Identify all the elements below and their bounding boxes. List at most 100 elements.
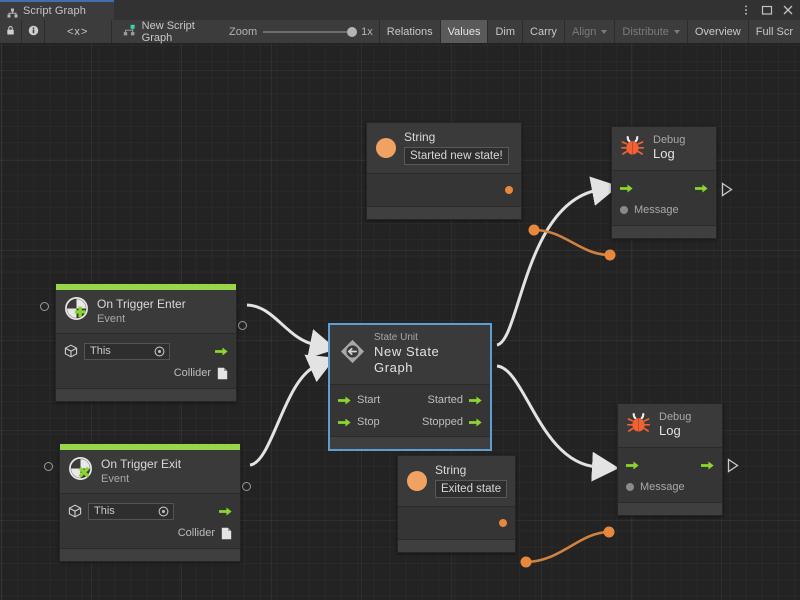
node-title: String bbox=[435, 463, 467, 477]
value-input-dot bbox=[626, 483, 634, 491]
node-subtitle: New State Graph bbox=[374, 344, 440, 375]
node-footer bbox=[56, 388, 236, 401]
toolbar-button-label: Overview bbox=[694, 25, 741, 38]
graph-name-field[interactable]: New Script Graph bbox=[117, 19, 223, 44]
external-flow-out-log-top[interactable] bbox=[721, 182, 733, 197]
value-input-dot bbox=[620, 206, 628, 214]
toolbar-button-fullscreen[interactable]: Full Scr bbox=[747, 20, 800, 43]
node-string-top[interactable]: String Started new state! bbox=[366, 122, 522, 220]
string-output-port[interactable] bbox=[499, 519, 507, 527]
arrow-right-icon bbox=[219, 507, 232, 515]
string-output-port[interactable] bbox=[505, 186, 513, 194]
node-debug-log-top[interactable]: Debug Log bbox=[611, 126, 717, 239]
node-state-unit[interactable]: State Unit New State Graph Start Started bbox=[329, 324, 491, 450]
zoom-slider-group[interactable]: Zoom 1x bbox=[223, 20, 379, 43]
node-footer bbox=[398, 539, 515, 552]
node-on-trigger-enter[interactable]: On Trigger Enter Event This bbox=[55, 283, 237, 402]
message-input-port[interactable]: Message bbox=[620, 204, 679, 216]
info-button[interactable] bbox=[22, 20, 45, 43]
node-port-row bbox=[367, 174, 521, 206]
edge-string-top-to-message bbox=[533, 228, 611, 257]
node-footer bbox=[60, 548, 240, 561]
node-port-row: Message bbox=[618, 476, 722, 498]
string-value-field[interactable]: Started new state! bbox=[404, 147, 509, 165]
kebab-menu-icon[interactable] bbox=[740, 4, 752, 16]
node-title-group: String Exited state bbox=[435, 463, 508, 498]
node-body: Message bbox=[612, 171, 716, 225]
object-picker-icon[interactable] bbox=[158, 506, 169, 517]
node-header: On Trigger Exit Event bbox=[60, 450, 240, 494]
edge-string-bottom-to-message bbox=[525, 530, 610, 564]
message-input-label: Message bbox=[634, 204, 679, 216]
start-input-port[interactable]: Start bbox=[338, 394, 380, 406]
string-value-field[interactable]: Exited state bbox=[435, 480, 508, 498]
flow-output-port[interactable] bbox=[215, 346, 228, 357]
started-output-port[interactable]: Started bbox=[428, 394, 482, 406]
toolbar-button-label: Values bbox=[447, 25, 481, 38]
node-string-bottom[interactable]: String Exited state bbox=[397, 455, 516, 553]
close-icon[interactable] bbox=[782, 4, 794, 16]
graph-name-label: New Script Graph bbox=[141, 19, 195, 44]
node-port-row: Stop Stopped bbox=[330, 411, 490, 433]
node-port-row: Start Started bbox=[330, 389, 490, 411]
flow-input-port[interactable] bbox=[620, 183, 633, 194]
code-icon-label: <x> bbox=[66, 25, 89, 38]
flow-output-port[interactable] bbox=[695, 183, 708, 194]
toolbar-button-label: Carry bbox=[530, 25, 557, 38]
code-view-button[interactable]: <x> bbox=[45, 20, 112, 43]
zoom-label: Zoom bbox=[229, 25, 258, 38]
toolbar-button-distribute[interactable]: Distribute bbox=[614, 20, 686, 43]
node-port-row: Collider bbox=[56, 362, 236, 384]
node-header: Debug Log bbox=[612, 127, 716, 171]
toolbar-button-dim[interactable]: Dim bbox=[487, 20, 522, 43]
external-port-enter-target[interactable] bbox=[40, 302, 49, 311]
node-body: This bbox=[56, 334, 236, 388]
maximize-icon[interactable] bbox=[761, 4, 773, 16]
node-footer bbox=[330, 436, 490, 449]
edge-endpoint-dot bbox=[520, 556, 532, 568]
node-debug-log-bottom[interactable]: Debug Log bbox=[617, 403, 723, 516]
node-body: Message bbox=[618, 448, 722, 502]
string-value: Exited state bbox=[441, 483, 502, 495]
stopped-output-port[interactable]: Stopped bbox=[422, 416, 482, 428]
edge-stopped-to-log-bottom bbox=[496, 364, 619, 482]
stop-input-port[interactable]: Stop bbox=[338, 416, 380, 428]
arrow-right-icon bbox=[338, 418, 351, 426]
flow-input-port[interactable] bbox=[626, 460, 639, 471]
toolbar-button-align[interactable]: Align bbox=[563, 20, 614, 43]
zoom-slider[interactable] bbox=[263, 26, 358, 37]
node-body: Start Started Stop bbox=[330, 385, 490, 436]
zoom-slider-handle[interactable] bbox=[347, 26, 358, 37]
string-value: Started new state! bbox=[410, 150, 503, 162]
target-input-port[interactable]: This bbox=[68, 502, 174, 520]
on-trigger-enter-icon bbox=[64, 296, 89, 326]
external-port-exit-target[interactable] bbox=[44, 462, 53, 471]
start-input-label: Start bbox=[357, 394, 381, 406]
message-input-port[interactable]: Message bbox=[626, 481, 685, 493]
tab-script-graph[interactable]: Script Graph bbox=[0, 0, 114, 20]
lock-toggle-button[interactable] bbox=[0, 20, 23, 43]
external-port-enter-collider[interactable] bbox=[238, 321, 247, 330]
toolbar-button-overview[interactable]: Overview bbox=[686, 20, 748, 43]
toolbar-button-relations[interactable]: Relations bbox=[378, 20, 440, 43]
target-object-field[interactable]: This bbox=[84, 342, 170, 360]
collider-output-port[interactable]: Collider bbox=[178, 527, 232, 540]
flow-output-port[interactable] bbox=[701, 460, 714, 471]
gameobject-icon bbox=[68, 504, 82, 518]
target-object-field[interactable]: This bbox=[88, 502, 174, 520]
flow-output-port[interactable] bbox=[219, 506, 232, 517]
node-on-trigger-exit[interactable]: On Trigger Exit Event This bbox=[59, 443, 241, 562]
external-port-exit-collider[interactable] bbox=[242, 482, 251, 491]
window-controls bbox=[740, 0, 794, 20]
target-input-port[interactable]: This bbox=[64, 342, 170, 360]
debug-bug-icon bbox=[620, 133, 645, 163]
script-graph-asset-icon bbox=[123, 24, 136, 40]
object-picker-icon[interactable] bbox=[154, 346, 165, 357]
toolbar-button-values[interactable]: Values bbox=[439, 20, 488, 43]
toolbar-button-carry[interactable]: Carry bbox=[522, 20, 564, 43]
collider-output-port[interactable]: Collider bbox=[174, 367, 228, 380]
external-flow-out-log-bottom[interactable] bbox=[727, 458, 739, 473]
node-footer bbox=[367, 206, 521, 219]
graph-canvas[interactable]: On Trigger Enter Event This bbox=[0, 44, 800, 600]
